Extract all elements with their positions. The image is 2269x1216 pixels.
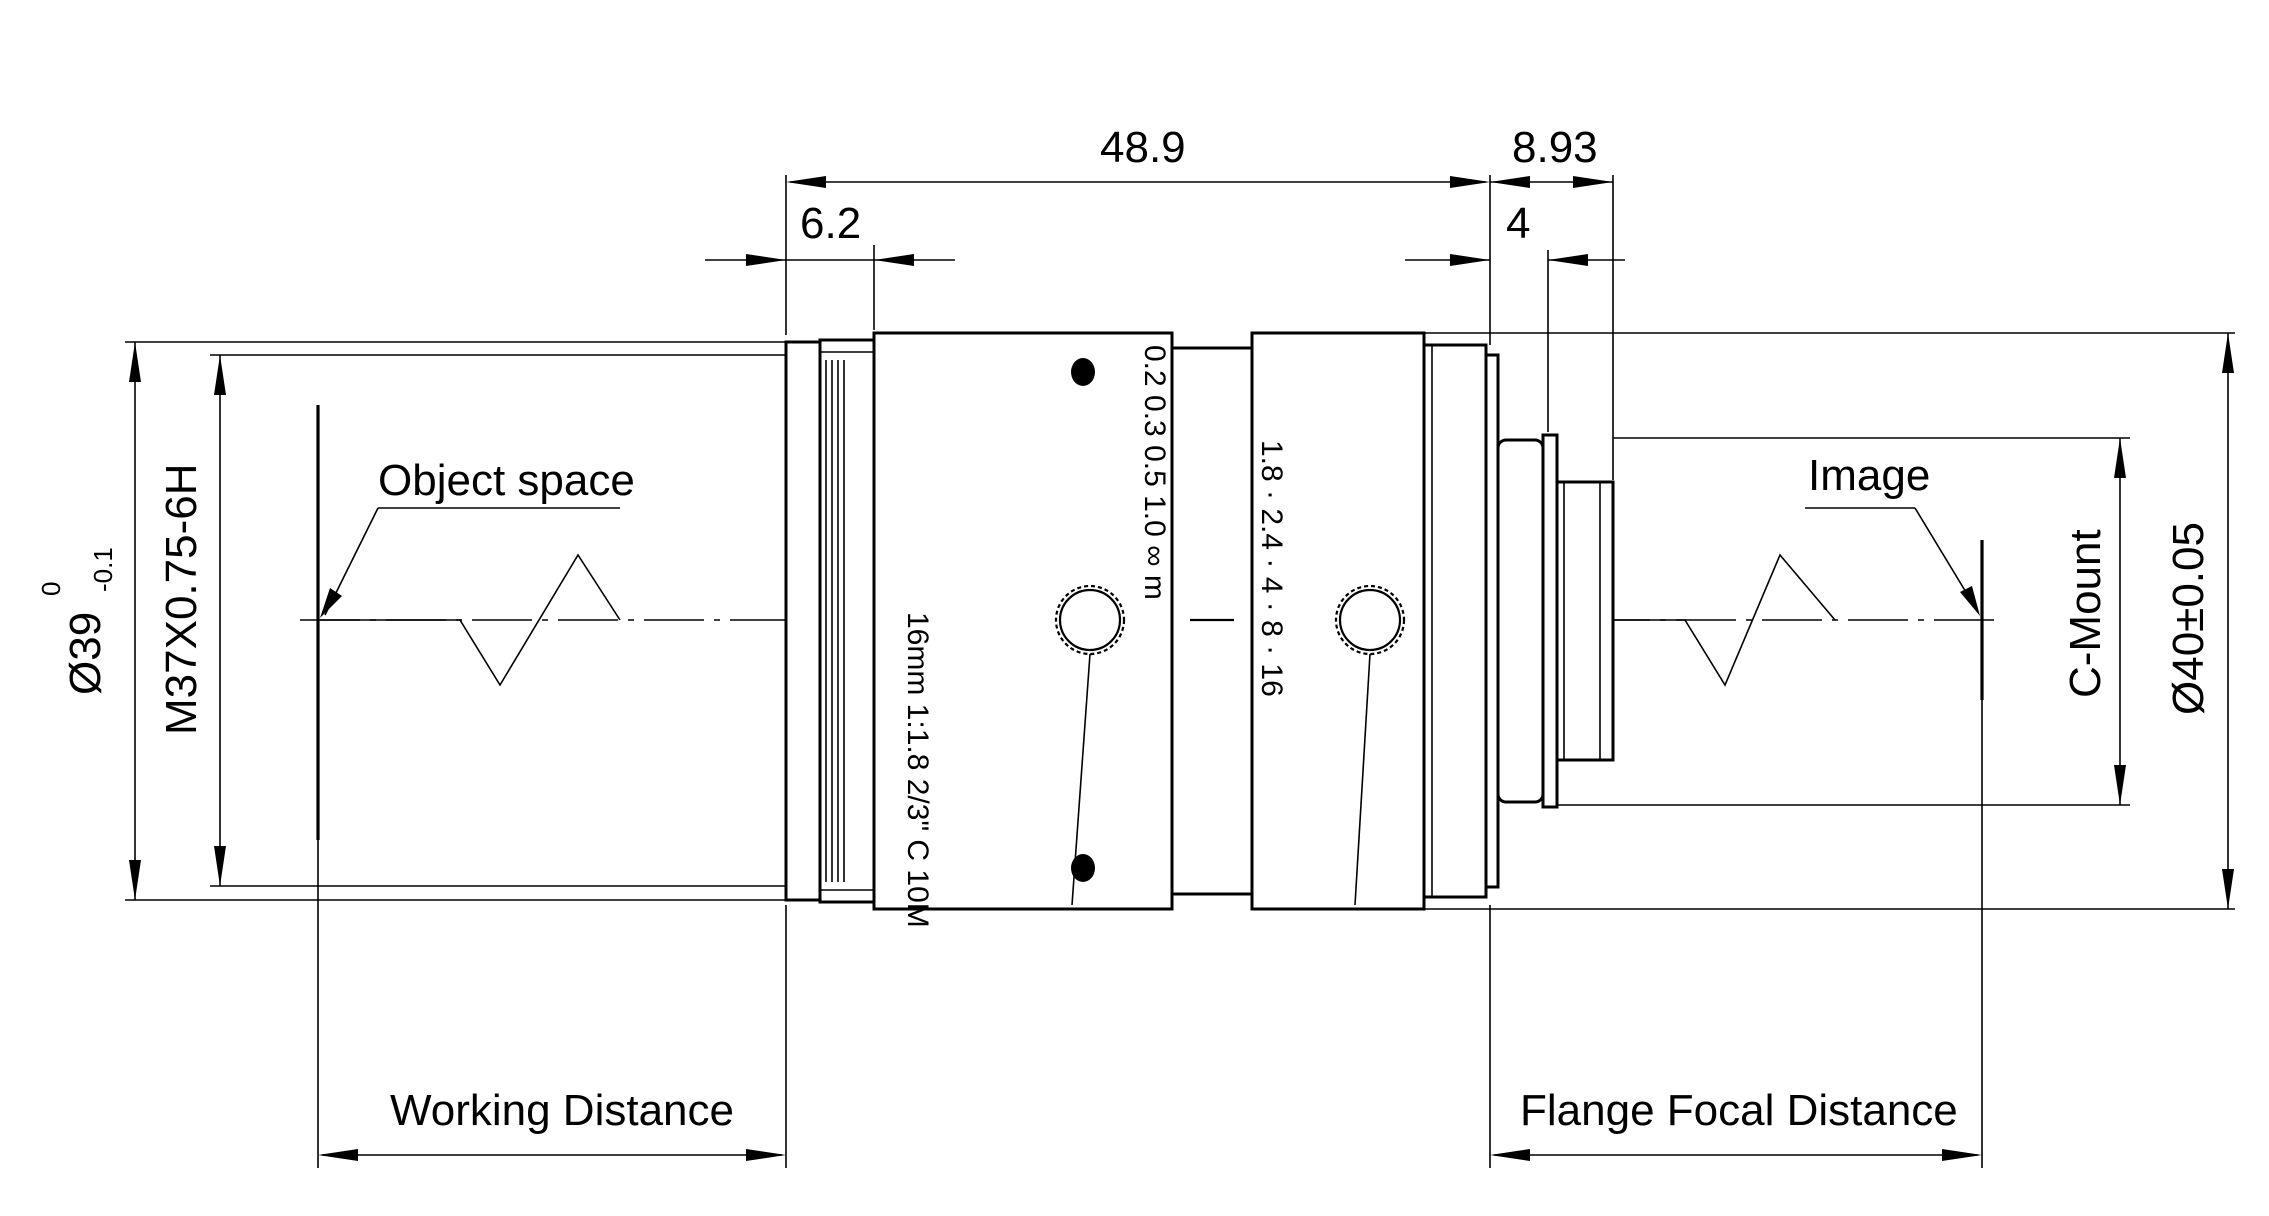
c-mount-thread (1555, 480, 1615, 762)
aperture-scale-text: 1.8 · 2.4 · 4 · 8 · 16 (1255, 440, 1288, 697)
diameter-39-tol-lower: -0.1 (88, 547, 118, 592)
flange-total-label: 8.93 (1512, 123, 1598, 172)
image-label: Image (1808, 451, 1930, 500)
front-offset-label: 6.2 (800, 199, 861, 248)
overall-length-label: 48.9 (1100, 123, 1186, 172)
mark-dot-icon (1071, 358, 1095, 386)
object-space-label: Object space (378, 456, 635, 505)
diameter-40-label: Ø40±0.05 (2164, 522, 2213, 715)
diameter-39-tol-upper: 0 (36, 582, 66, 596)
image-break-symbol (1520, 553, 1836, 687)
aperture-lock-screw (1334, 584, 1406, 906)
focus-ring (872, 331, 1174, 911)
flange-step-label: 4 (1506, 199, 1530, 248)
object-break-symbol (320, 553, 621, 687)
mark-dot-icon (1071, 854, 1095, 882)
flange-focal-distance-label: Flange Focal Distance (1520, 1086, 1958, 1135)
c-mount-flange (1496, 438, 1545, 804)
diameter-39-label: Ø39 (61, 612, 110, 695)
lens-body (784, 331, 1615, 911)
aperture-ring (1250, 331, 1426, 911)
front-knurl (825, 360, 845, 882)
c-mount-label: C-Mount (2061, 529, 2110, 698)
working-distance-label: Working Distance (390, 1086, 734, 1135)
focus-scale-text: 0.2 0.3 0.5 1.0 ∞ m (1138, 345, 1171, 600)
model-marking-text: 16mm 1:1.8 2/3" C 10M (901, 612, 934, 928)
filter-thread-label: M37X0.75-6H (157, 464, 206, 735)
